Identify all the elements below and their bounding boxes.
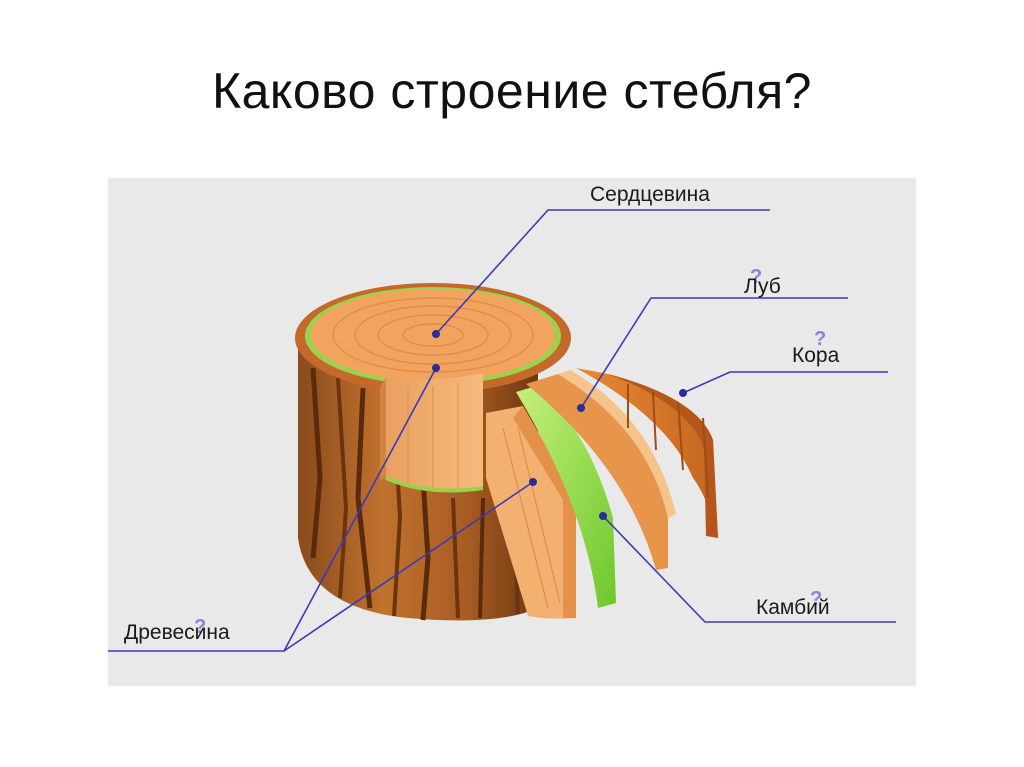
slide-title: Каково строение стебля? <box>212 63 812 119</box>
label-bark: Кора <box>792 344 840 367</box>
leader-line-bark <box>682 371 888 394</box>
label-cambium: Камбий <box>756 596 830 619</box>
phloem-slab <box>526 370 676 570</box>
leader-line-cambium <box>602 515 896 623</box>
wood-cut-block <box>380 373 484 493</box>
label-markers <box>432 330 687 520</box>
cambium-layer <box>516 386 616 608</box>
leader-lines <box>108 209 896 652</box>
stem-illustration <box>108 209 896 652</box>
leader-line-pith <box>435 209 770 335</box>
question-mark-phloem: ? <box>750 266 763 288</box>
label-phloem: Луб <box>744 275 781 298</box>
question-mark-bark: ? <box>814 328 827 350</box>
trunk-top-cross-section <box>295 283 571 393</box>
stem-structure-diagram: Сердцевина ? Луб ? Кора ? Камбий ? Древе… <box>108 178 916 686</box>
question-mark-cambium: ? <box>810 588 823 610</box>
leader-line-phloem <box>580 297 848 409</box>
label-wood: Древесина <box>124 621 230 644</box>
question-mark-wood: ? <box>194 616 207 638</box>
bark-slab <box>576 368 718 538</box>
label-pith: Сердцевина <box>590 183 710 206</box>
leader-line-wood-b <box>283 481 534 652</box>
